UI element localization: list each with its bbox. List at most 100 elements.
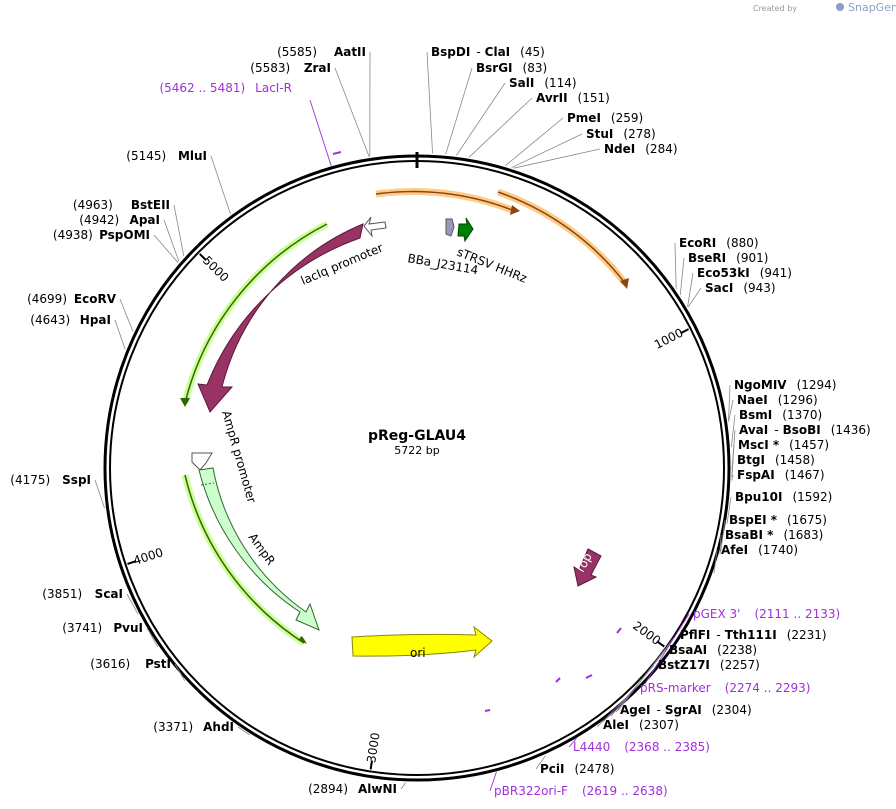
tick-label: 3000 (364, 731, 382, 763)
primer-name: pRS-marker (640, 681, 711, 695)
tick-label: 4000 (132, 545, 165, 568)
enzyme-position: (1370) (782, 408, 822, 422)
enzyme-name: PciI (540, 762, 565, 776)
enzyme-label: BstZ17I(2257) (658, 658, 760, 672)
enzyme-position: (943) (743, 281, 775, 295)
enzyme-name: PflFI (680, 628, 710, 642)
enzyme-name: PspOMI (99, 228, 150, 242)
enzyme-label: FspAI(1467) (737, 468, 825, 482)
enzyme-position: (2304) (712, 703, 752, 717)
enzyme-label: AatII (334, 45, 366, 59)
enzyme-label: Bpu10I(1592) (735, 490, 832, 504)
enzyme-leader (334, 67, 370, 157)
enzyme-name: MscI * (738, 438, 780, 452)
enzyme-position: (1436) (831, 423, 871, 437)
primer-range: (2368 .. 2385) (624, 740, 710, 754)
enzyme-leader (468, 97, 533, 158)
green-arc-1-glow (181, 220, 329, 404)
enzyme-position: (1458) (775, 453, 815, 467)
created-by-text: Created by (753, 4, 797, 13)
enzyme-leader (445, 67, 473, 155)
primer-range: (2111 .. 2133) (754, 607, 840, 621)
enzyme-leader (597, 709, 617, 727)
enzyme-name: AvrII (536, 91, 568, 105)
enzyme-leader (730, 414, 736, 448)
enzyme-leader (719, 534, 722, 555)
leader-layer (94, 51, 736, 792)
enzyme-label: SalI(114) (509, 76, 577, 90)
enzyme-separator: - (476, 45, 480, 59)
enzyme-position: (3616) (90, 657, 130, 671)
enzyme-position: (1296) (778, 393, 818, 407)
enzyme-position: (4175) (10, 473, 50, 487)
enzyme-name: ApaI (130, 213, 160, 227)
enzyme-name: FspAI (737, 468, 775, 482)
enzyme-leader (146, 627, 159, 648)
enzyme-position: (259) (611, 111, 643, 125)
enzyme-leader (237, 726, 250, 736)
enzyme-name: AgeI (620, 703, 650, 717)
enzyme-position: (1294) (797, 378, 837, 392)
enzyme-position: (5583) (250, 61, 290, 75)
enzyme-label: ScaI (95, 587, 123, 601)
enzyme-position: (5145) (126, 149, 166, 163)
enzyme-leader (610, 664, 655, 717)
green-arc-1 (184, 223, 328, 404)
enzyme-name: StuI (586, 127, 613, 141)
enzyme-leader (726, 496, 732, 524)
green-arc-1-head (180, 398, 190, 407)
enzyme-name: PmeI (567, 111, 601, 125)
primer-leader (489, 771, 497, 792)
enzyme-name: BstEII (131, 198, 170, 212)
primer-range: (5462 .. 5481) (159, 81, 245, 95)
enzyme-name: BseRI (688, 251, 726, 265)
tick-mark (680, 328, 690, 335)
enzyme-label: AgeI-SgrAI(2304) (620, 703, 752, 717)
primer-leader (602, 687, 637, 722)
primer-name: pBR322ori-F (494, 784, 568, 798)
enzyme-name: NaeI (737, 393, 768, 407)
primer-mark-prs-marker (585, 674, 593, 679)
enzyme-position: (1675) (787, 513, 827, 527)
enzyme-label: MscI *(1457) (738, 438, 829, 452)
enzyme-name: PvuI (113, 621, 143, 635)
tick-mark (199, 253, 207, 261)
enzyme-name: HpaI (80, 313, 111, 327)
enzyme-label: SspI (62, 473, 91, 487)
enzyme-label: BsrGI(83) (476, 61, 547, 75)
enzyme-label: NgoMIV(1294) (734, 378, 836, 392)
enzyme-leader (173, 204, 185, 257)
enzyme-position: (2894) (308, 782, 348, 796)
orange-arc-1-head (510, 205, 520, 215)
enzyme-label: PciI(2478) (540, 762, 614, 776)
enzyme-name: AleI (603, 718, 629, 732)
enzyme-leader (163, 219, 180, 262)
enzyme-position: (2238) (717, 643, 757, 657)
ampr-promoter-label: AmpR promoter (219, 409, 259, 505)
enzyme-leader (94, 479, 105, 509)
enzyme-position: (3851) (42, 587, 82, 601)
laciq-promoter-label: lacIq promoter (299, 240, 385, 287)
laciq-promoter-arrow (363, 216, 387, 238)
enzyme-label: BspEI *(1675) (729, 513, 827, 527)
enzyme-name: ScaI (95, 587, 123, 601)
enzyme-position: (1683) (783, 528, 823, 542)
enzyme-position: (83) (523, 61, 548, 75)
enzyme-position: (2231) (787, 628, 827, 642)
enzyme-position: (2257) (720, 658, 760, 672)
enzyme-name: SspI (62, 473, 91, 487)
primer-mark-pbr322ori (484, 709, 491, 712)
enzyme-position: (45) (520, 45, 545, 59)
primer-leader (568, 738, 577, 748)
enzyme-label: SacI(943) (705, 281, 776, 295)
enzyme-leader (153, 234, 179, 263)
enzyme-name: MluI (178, 149, 207, 163)
primer-label: pBR322ori-F(2619 .. 2638) (494, 784, 668, 798)
enzyme-leader (731, 474, 734, 481)
enzyme-label: AvrII(151) (536, 91, 610, 105)
tick-mark (127, 560, 137, 565)
primer-name: pGEX 3' (693, 607, 740, 621)
enzyme-label: ZraI (304, 61, 331, 75)
primer-name: L4440 (573, 740, 610, 754)
green-arc-2-head (298, 636, 307, 644)
